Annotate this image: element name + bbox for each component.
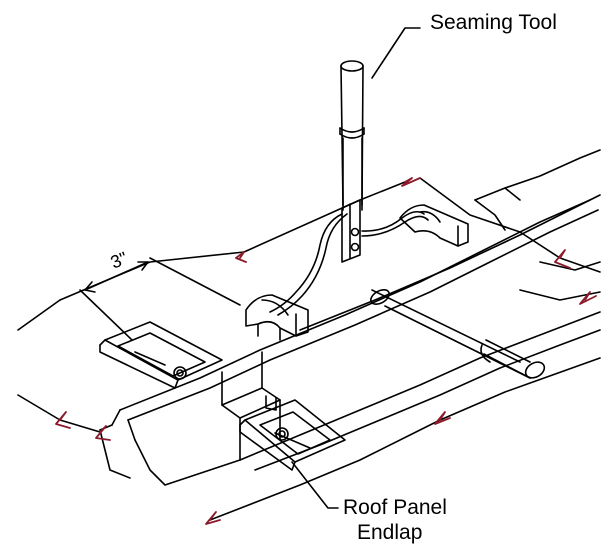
endlap-label: Endlap: [357, 521, 423, 544]
seaming-tool: [246, 61, 547, 381]
sheet-front-edge: [18, 395, 100, 432]
break-marks: [56, 178, 596, 524]
left-panel-clip: [100, 322, 222, 388]
sheet-left-edge: [18, 300, 60, 330]
sheet-far-edge: [244, 182, 405, 252]
right-panel-clip: [240, 396, 345, 470]
tool-leader: [372, 28, 420, 78]
roof-panel-label: Roof Panel: [343, 496, 447, 519]
roof-panel-sheet: [18, 178, 600, 520]
dimension-3in: [80, 258, 240, 340]
standing-seam-rib: [100, 150, 600, 485]
seaming-tool-label: Seaming Tool: [430, 11, 557, 34]
sheet-bottom-edge: [210, 358, 600, 520]
roof-leader: [292, 462, 338, 508]
